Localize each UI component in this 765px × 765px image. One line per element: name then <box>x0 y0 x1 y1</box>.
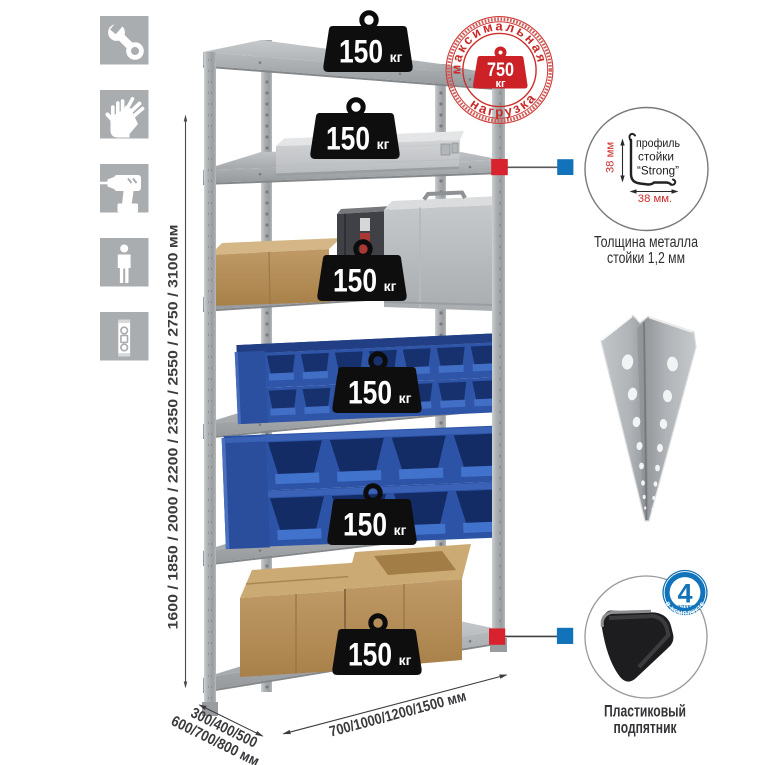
svg-text:стойки 1,2 мм: стойки 1,2 мм <box>607 250 685 267</box>
svg-text:кг: кг <box>495 78 506 90</box>
svg-text:750: 750 <box>487 59 514 81</box>
svg-text:38 мм.: 38 мм. <box>638 193 672 205</box>
svg-text:штуки: штуки <box>677 604 693 610</box>
svg-text:“Strong”: “Strong” <box>637 164 679 178</box>
svg-text:Пластиковый: Пластиковый <box>604 703 686 721</box>
svg-text:1600 / 1850 / 2000 / 2200 / 23: 1600 / 1850 / 2000 / 2200 / 2350 / 2550 … <box>165 225 181 630</box>
svg-text:38 мм: 38 мм <box>605 142 617 173</box>
svg-text:подпятник: подпятник <box>614 719 678 737</box>
svg-text:стойки: стойки <box>638 150 674 164</box>
svg-text:4: 4 <box>677 579 692 609</box>
svg-text:профиль: профиль <box>636 136 680 150</box>
svg-text:Толщина металла: Толщина металла <box>594 234 698 251</box>
